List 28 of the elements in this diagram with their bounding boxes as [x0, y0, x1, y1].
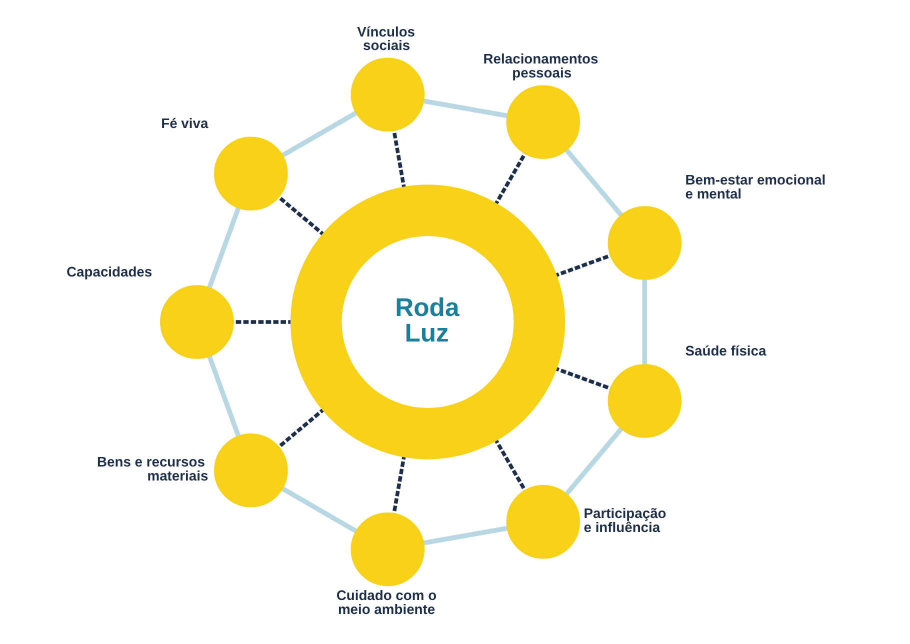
- connector: [642, 280, 647, 365]
- connector: [206, 355, 240, 437]
- node-label: Participação e influência: [583, 505, 666, 535]
- node-circle: [607, 206, 682, 280]
- node-circle: [506, 85, 580, 159]
- node-label: Capacidades: [66, 263, 152, 280]
- node-circle: [214, 434, 288, 508]
- node-label: Saúde física: [684, 342, 766, 358]
- connector: [564, 427, 622, 496]
- node-label: Fé viva: [160, 115, 208, 132]
- connector: [564, 148, 623, 217]
- node-circle: [350, 512, 424, 586]
- node-label: Bens e recursos materiais: [96, 454, 208, 484]
- connector: [280, 486, 357, 534]
- node-circle: [214, 136, 288, 210]
- node-circle: [607, 364, 682, 438]
- node-circle: [160, 285, 234, 359]
- connector: [422, 98, 508, 118]
- connector: [422, 526, 507, 546]
- connector: [280, 110, 357, 158]
- connector: [206, 207, 240, 288]
- node-circle: [506, 485, 580, 559]
- node-label: Relacionamentos pessoais: [482, 50, 598, 81]
- node-circle: [350, 58, 424, 132]
- node-label: Cuidado com o meio ambiente: [336, 586, 436, 617]
- node-label: Vínculos sociais: [356, 23, 415, 54]
- node-circle: Roda Luz: [290, 184, 565, 460]
- node-label: Bem-estar emocional e mental: [684, 172, 826, 202]
